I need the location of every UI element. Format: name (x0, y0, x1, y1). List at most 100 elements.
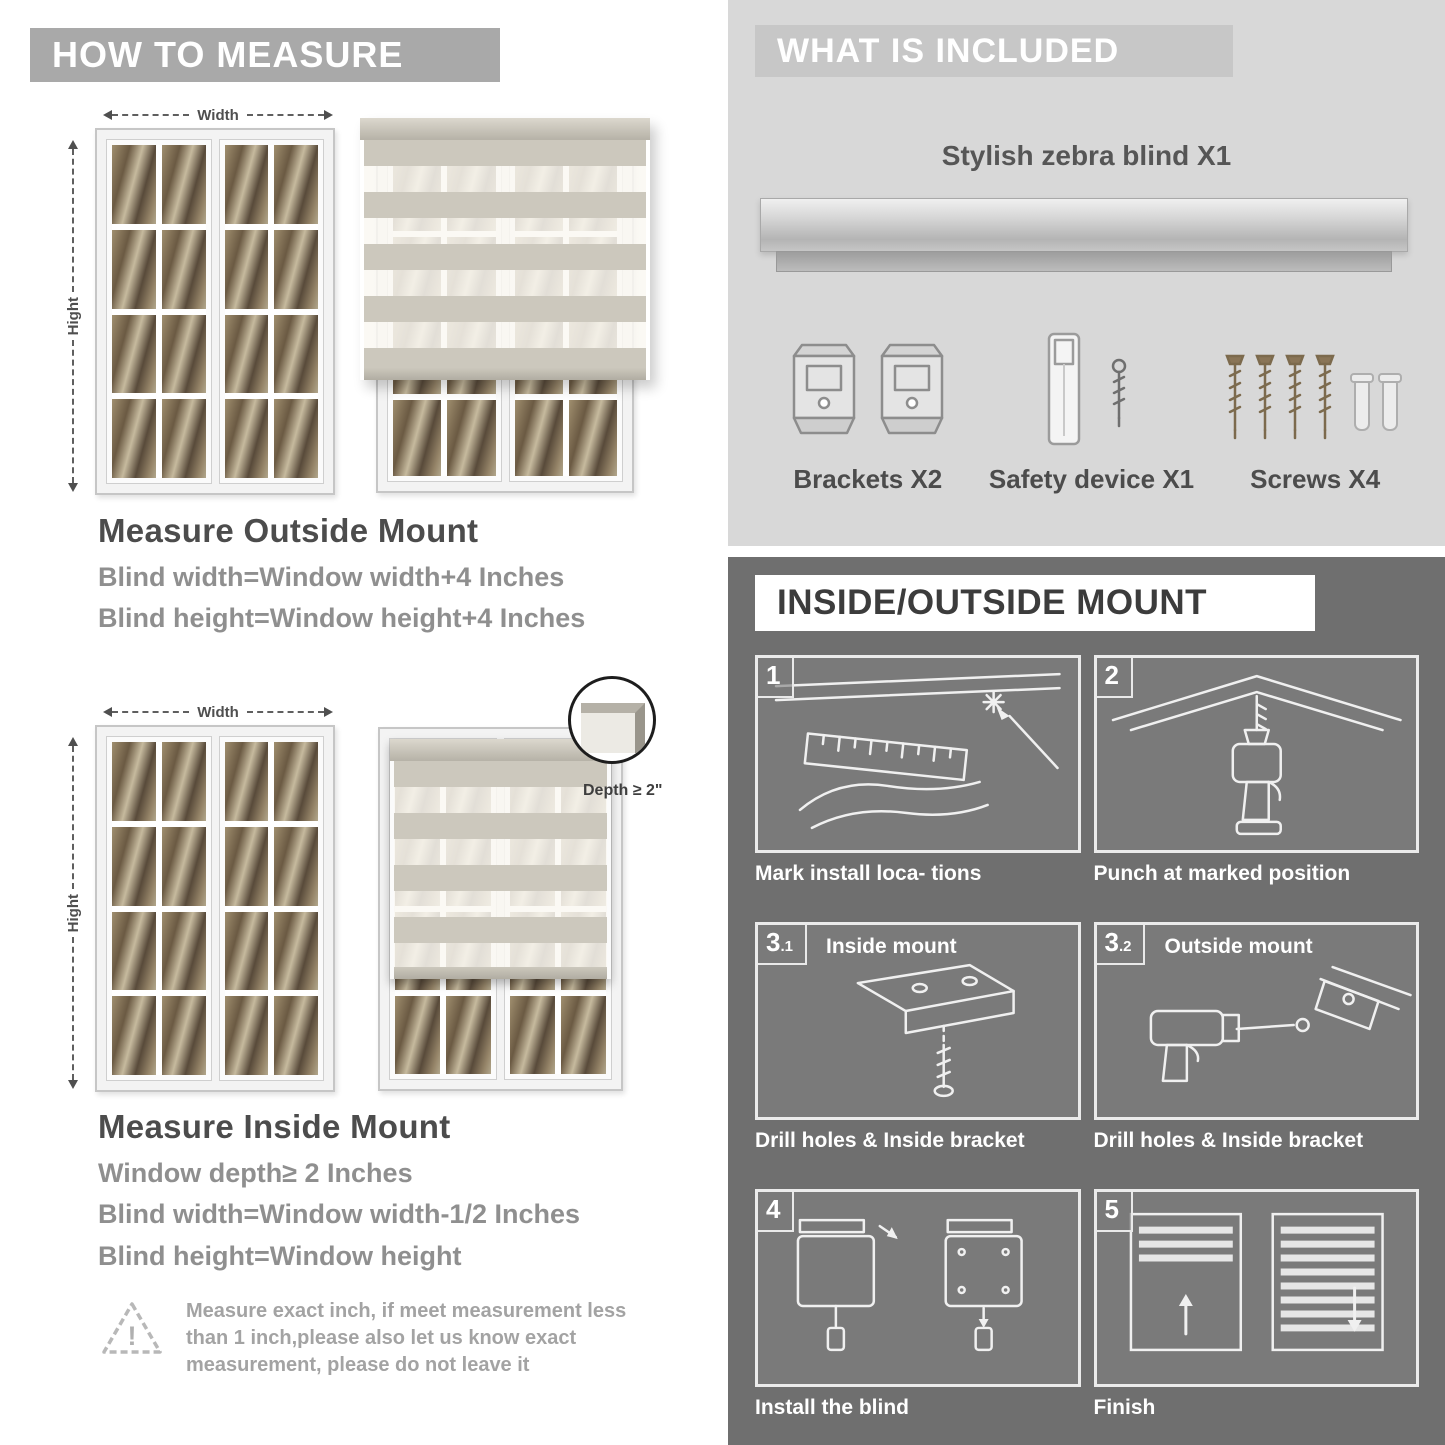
what-is-included-title: WHAT IS INCLUDED (777, 31, 1120, 70)
window-pane (274, 399, 318, 478)
arrow-left-icon (103, 707, 112, 717)
depth-callout-circle (568, 676, 656, 764)
what-is-included-section: WHAT IS INCLUDED Stylish zebra blind X1 (728, 0, 1445, 546)
arrow-right-icon (324, 707, 334, 717)
window-pane (224, 742, 269, 821)
height-arrow-inside: Hight (62, 737, 84, 1090)
width-arrow-inside: Width (103, 703, 334, 721)
arrow-down-icon (68, 483, 78, 493)
step-5: 5 F (1093, 1189, 1419, 1420)
step-number: 2 (1096, 658, 1133, 698)
warning-text: Measure exact inch, if meet measurement … (186, 1300, 627, 1376)
window-pane (568, 400, 617, 476)
brackets-label: Brackets X2 (793, 464, 943, 494)
step-3-2-title: Outside mount (1164, 935, 1313, 958)
blind-slats (394, 761, 607, 967)
step-5-panel: 5 (1093, 1189, 1419, 1387)
window-pane (447, 400, 496, 476)
window-illustration-inside (95, 725, 335, 1092)
mark-location-illustration (774, 672, 1061, 830)
included-item-screws: Screws X4 (1203, 318, 1427, 495)
step-number: 1 (758, 658, 795, 698)
step-3-1-panel: 3.1 Inside mount (755, 922, 1081, 1120)
included-items-row: Brackets X2 Safet (756, 318, 1427, 495)
step-2-caption: Punch at marked position (1093, 862, 1351, 885)
window-pane (446, 996, 491, 1074)
window-pane (161, 742, 206, 821)
window-pane (395, 996, 440, 1074)
step-3-1-caption: Drill holes & Inside bracket (755, 1129, 1025, 1152)
window-pane (112, 145, 156, 224)
window-pane (274, 911, 318, 991)
mount-steps-grid: 1 Mark install (755, 655, 1419, 1420)
window-pane (112, 229, 156, 309)
window-pane (274, 145, 318, 224)
safety-device-label: Safety device X1 (988, 464, 1195, 494)
inside-mount-line3: Blind height=Window height (98, 1241, 462, 1271)
window-pane (514, 400, 563, 476)
step-3-2-panel: 3.2 Outside mount (1093, 922, 1419, 1120)
included-item-brackets: Brackets X2 (756, 318, 980, 495)
arrow-down-icon (68, 1080, 78, 1090)
blind-headrail (390, 739, 611, 761)
bracket-icon (782, 318, 954, 452)
window-pane (112, 742, 156, 821)
outside-mount-heading: Measure Outside Mount (98, 512, 479, 549)
measurement-warning: ! Measure exact inch, if meet measuremen… (100, 1298, 626, 1379)
screws-icon (1217, 318, 1413, 452)
width-arrow-outside: Width (103, 106, 334, 124)
window-pane (224, 229, 269, 309)
warning-triangle-icon: ! (102, 1302, 162, 1354)
arrow-left-icon (103, 110, 112, 120)
step-number: 3.2 (1096, 925, 1146, 965)
window-pane (112, 399, 156, 478)
arrow-up-icon (68, 737, 78, 746)
window-pane (112, 826, 156, 906)
window-pane (224, 996, 269, 1075)
blind-headrail-illustration (760, 198, 1408, 252)
safety-device-icon (1017, 318, 1167, 452)
window-corner-detail (581, 703, 645, 753)
step-3-1: 3.1 Inside mount Drill holes & Ins (755, 922, 1081, 1153)
arrow-up-icon (68, 140, 78, 149)
step-1-caption: Mark install loca- tions (755, 862, 982, 885)
how-to-measure-banner: HOW TO MEASURE (30, 28, 500, 82)
step-2: 2 Punch at marked position (1093, 655, 1419, 886)
step-4: 4 (755, 1189, 1081, 1420)
window-pane (274, 742, 318, 821)
window-pane (161, 996, 206, 1075)
zebra-blind-outside (360, 118, 650, 380)
blind-headrail (360, 118, 650, 140)
window-pane (224, 399, 269, 478)
install-blind-illustration (796, 1218, 1023, 1352)
step-number: 3.1 (758, 925, 807, 965)
window-pane (393, 400, 442, 476)
mount-title: INSIDE/OUTSIDE MOUNT (777, 583, 1208, 622)
step-4-panel: 4 (755, 1189, 1081, 1387)
zebra-blind-inside (390, 739, 611, 979)
window-pane (274, 314, 318, 394)
blind-outside-figure (360, 118, 650, 496)
mount-banner: INSIDE/OUTSIDE MOUNT (755, 575, 1315, 631)
step-number: 5 (1096, 1192, 1133, 1232)
window-pane (224, 314, 269, 394)
height-arrow-outside: Hight (62, 140, 84, 493)
product-title: Stylish zebra blind X1 (941, 140, 1232, 171)
window-pane (112, 996, 156, 1075)
svg-text:!: ! (128, 1321, 137, 1351)
blind-bottomrail (364, 368, 646, 380)
height-label: Hight (64, 296, 82, 336)
window-pane (161, 826, 206, 906)
window-pane (161, 911, 206, 991)
window-pane (224, 826, 269, 906)
window-pane (161, 399, 206, 478)
window-pane (274, 996, 318, 1075)
outside-mount-line2: Blind height=Window height+4 Inches (98, 603, 586, 633)
window-pane (161, 145, 206, 224)
window-pane (161, 229, 206, 309)
window-pane (224, 911, 269, 991)
blind-slats (364, 140, 646, 368)
window-pane (510, 996, 555, 1074)
step-1-panel: 1 (755, 655, 1081, 853)
width-label: Width (197, 106, 239, 124)
